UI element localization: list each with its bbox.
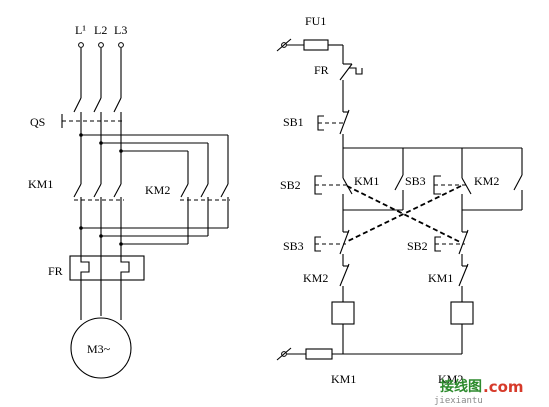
watermark-url: jiexiantu	[434, 396, 483, 406]
supply-terminal-bottom-slash	[276, 347, 292, 361]
km2-coil	[450, 301, 474, 325]
fr-nc-contact	[339, 60, 363, 86]
km1-power-label: KM1	[28, 177, 53, 191]
watermark-brand: 接线图	[440, 378, 482, 395]
km1-interlock-label: KM1	[428, 271, 453, 285]
km1-hold-contact	[394, 174, 404, 210]
coil-km2-label: KM2	[438, 372, 463, 386]
sb3-start-button	[433, 175, 472, 210]
km2-interlock-contact	[339, 263, 350, 302]
sb1-stop-button	[317, 109, 350, 140]
km1-interlock-contact	[458, 263, 469, 302]
km2-power-contacts	[180, 183, 230, 206]
motor-m3	[70, 317, 132, 379]
sb2-cross-link	[346, 185, 461, 243]
sb2-top-label: SB2	[280, 178, 301, 192]
qs-label: QS	[30, 115, 45, 129]
phase-label-l1: L¹	[75, 23, 86, 37]
phase-label-l3: L3	[114, 23, 127, 37]
sb2-interlock-button	[434, 229, 469, 260]
sb1-label: SB1	[283, 115, 304, 129]
coil-km1-label: KM1	[331, 372, 356, 386]
fr-control-label: FR	[314, 63, 329, 77]
terminal-l2	[98, 42, 104, 48]
sb3-cross-link	[345, 185, 462, 243]
watermark: 接线图 .com jiexiantu	[434, 378, 524, 406]
fu1-fuse	[303, 39, 329, 51]
km1-power-contacts	[73, 183, 124, 206]
fr-power-label: FR	[48, 264, 63, 278]
phase-label-l2: L2	[94, 23, 107, 37]
terminal-l3	[118, 42, 124, 48]
control-circuit: FU1 FR SB1 S	[276, 14, 523, 386]
km2-output-crossover	[79, 206, 229, 246]
km2-hold-label: KM2	[474, 174, 499, 188]
return-fuse	[305, 348, 333, 360]
watermark-dotcom: .com	[483, 378, 524, 396]
sb3-interlock-button	[314, 229, 350, 260]
sb2-start-button	[314, 175, 353, 210]
fr-thermal-element	[69, 255, 145, 281]
terminal-l1	[78, 42, 84, 48]
km2-power-label: KM2	[145, 183, 170, 197]
sb3-bottom-label: SB3	[283, 239, 304, 253]
qs-switch	[61, 97, 124, 128]
sb3-top-label: SB3	[405, 174, 426, 188]
km2-branch-wiring	[79, 133, 229, 184]
power-circuit: L¹ L2 L3 QS	[28, 23, 230, 379]
fu1-label: FU1	[305, 14, 326, 28]
sb2-bottom-label: SB2	[407, 239, 428, 253]
motor-label: M3~	[87, 342, 111, 356]
km2-hold-contact	[513, 174, 523, 210]
supply-terminal-top-slash	[276, 38, 292, 52]
km1-hold-label: KM1	[354, 174, 379, 188]
km1-coil	[331, 301, 355, 325]
km2-interlock-label: KM2	[303, 271, 328, 285]
